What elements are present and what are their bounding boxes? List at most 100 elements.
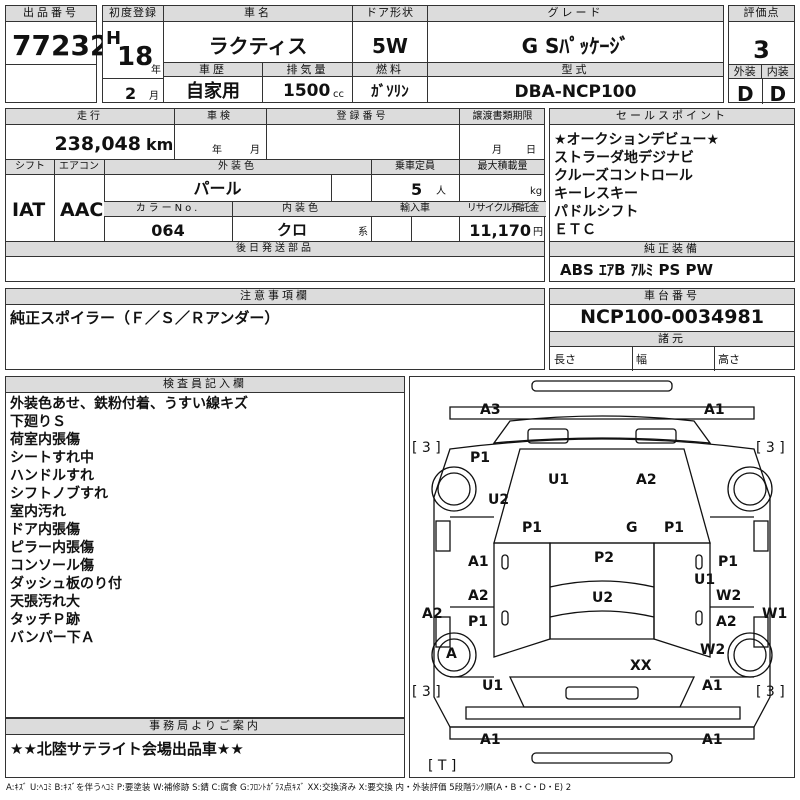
later-parts-label: 後日発送部品: [236, 243, 314, 254]
damage-mark: P1: [522, 520, 543, 536]
mileage-label: 走行: [77, 111, 103, 122]
damage-mark: A: [446, 646, 457, 662]
lot-number-label: 出品番号: [6, 6, 96, 22]
damage-mark: A1: [704, 402, 725, 418]
color-label: 外装色: [218, 161, 257, 172]
chassis-box: 車台番号 NCP100-0034981 諸元 長さ 幅 高さ: [549, 288, 795, 371]
damage-mark: A1: [702, 678, 723, 694]
fuel-label: 燃料: [353, 63, 427, 77]
inspection-year-unit: 年: [212, 145, 222, 156]
inspector-item: ダッシュ板のり付: [10, 576, 122, 592]
height-label: 高さ: [718, 353, 740, 366]
sales-points-box: セールスポイント ★オークションデビュー★ ストラーダ地デジナビ クルーズコント…: [549, 108, 795, 282]
displacement-label: 排気量: [263, 63, 352, 77]
damage-mark: A3: [480, 402, 501, 418]
damage-mark: A2: [716, 614, 737, 630]
damage-mark: P1: [664, 520, 685, 536]
transfer-day-unit: 日: [526, 145, 536, 156]
shift-label: シフト: [15, 161, 45, 172]
notes-text: 純正スポイラー（Ｆ／Ｓ／Ｒアンダー）: [10, 309, 280, 327]
grade-box: グレード G Sﾊﾟｯｹｰｼﾞ: [427, 5, 724, 63]
chassis-number: NCP100-0034981: [580, 306, 764, 328]
inspector-item: シートすれ中: [10, 450, 94, 466]
interior-label: 内装: [761, 65, 794, 79]
office-box: 事務局よりご案内 ★★北陸サテライト会場出品車★★: [5, 718, 405, 778]
inspector-label: 検査員記入欄: [6, 377, 404, 393]
inspector-item: ドア内張傷: [10, 522, 80, 538]
damage-mark: U2: [592, 590, 614, 606]
displacement: 1500: [283, 81, 331, 101]
door-type: 5W: [372, 34, 408, 58]
lot-number: 77232: [12, 29, 110, 62]
inspector-item: タッチＰ跡: [10, 612, 80, 628]
width-label: 幅: [636, 353, 647, 366]
damage-mark: A1: [468, 554, 489, 570]
capacity-unit: 人: [436, 186, 446, 197]
capacity: 5: [411, 180, 423, 199]
registration-year: 18: [117, 42, 154, 72]
damage-mark: W2: [700, 642, 726, 658]
inspector-item: 外装色あせ、鉄粉付着、うすい線キズ: [10, 396, 248, 412]
sales-point: ＥＴＣ: [554, 222, 596, 238]
damage-mark: A1: [480, 732, 501, 748]
inspector-item: バンパー下Ａ: [10, 630, 95, 646]
history-box: 車歴 自家用: [163, 62, 263, 103]
displacement-box: 排気量 1500 cc: [262, 62, 353, 103]
grade: G Sﾊﾟｯｹｰｼﾞ: [521, 34, 630, 58]
inspector-item: 室内汚れ: [10, 504, 66, 520]
length-label: 長さ: [554, 353, 576, 366]
inspector-item: 荷室内張傷: [10, 432, 80, 448]
inspector-box: 検査員記入欄 外装色あせ、鉄粉付着、うすい線キズ 下廻りＳ 荷室内張傷 シートす…: [5, 376, 405, 718]
first-registration-label: 初度登録: [103, 6, 163, 22]
transfer-label: 譲渡書類期限: [472, 111, 533, 122]
car-name-box: 車名 ラクティス: [163, 5, 353, 63]
door-label: ドア形状: [353, 6, 427, 22]
exterior-label: 外装: [729, 65, 762, 79]
damage-mark: U2: [488, 492, 510, 508]
first-registration-box: 初度登録 H 18 年 2 月: [102, 5, 164, 103]
sales-point: ★オークションデビュー★: [554, 132, 720, 148]
ac: AAC: [60, 199, 104, 221]
max-load-label: 最大積載量: [477, 161, 528, 172]
damage-mark: U1: [482, 678, 504, 694]
inspector-item: 下廻りＳ: [10, 414, 66, 430]
damage-mark: A2: [422, 606, 443, 622]
inspection-month-unit: 月: [250, 145, 260, 156]
damage-mark: U1: [694, 572, 716, 588]
details-box: 走行 車検 登録番号 譲渡書類期限 238,048 km 年 月 月 日 シフト…: [5, 108, 546, 282]
inspector-item: コンソール傷: [10, 558, 94, 574]
registration-month: 2: [125, 84, 137, 103]
ac-label: エアコン: [59, 161, 99, 172]
shift: IAT: [12, 199, 46, 221]
damage-mark: A1: [702, 732, 723, 748]
interior-score: D: [769, 82, 787, 106]
tire-label-front-left: [ 3 ]: [412, 440, 441, 456]
damage-mark: P1: [718, 554, 739, 570]
fuel: ｶﾞｿﾘﾝ: [371, 82, 409, 100]
damage-mark: W2: [716, 588, 742, 604]
exterior-color: パール: [193, 179, 242, 198]
door-box: ドア形状 5W: [352, 5, 428, 63]
color-number: 064: [151, 221, 185, 240]
damage-diagram-box: [ 3 ] [ 3 ] [ 3 ] [ 3 ] [ T ] A3 A1 P1 U…: [409, 376, 795, 778]
model-box: 型式 DBA-NCP100: [427, 62, 724, 103]
inspector-list: 外装色あせ、鉄粉付着、うすい線キズ 下廻りＳ 荷室内張傷 シートすれ中 ハンドル…: [10, 395, 248, 647]
capacity-label: 乗車定員: [395, 161, 435, 172]
score-label: 評価点: [729, 6, 794, 22]
damage-mark: P1: [470, 450, 491, 466]
legend: A:ｷｽﾞ U:ﾍｺﾐ B:ｷｽﾞを伴うﾍｺﾐ P:要塗装 W:補修跡 S:錆 …: [6, 783, 572, 793]
import-label: 輸入車: [400, 203, 430, 214]
history: 自家用: [186, 81, 240, 102]
equipment: ABS ｴｱB ｱﾙﾐ PS PW: [560, 261, 714, 279]
interior-color-label: 内装色: [282, 203, 321, 214]
displacement-unit: cc: [333, 89, 344, 100]
interior-color-unit: 系: [358, 227, 368, 238]
year-unit: 年: [151, 65, 161, 76]
tire-label-rear-right: [ 3 ]: [756, 684, 785, 700]
inspector-item: ピラー内張傷: [10, 540, 94, 556]
score-box: 評価点 3 外装 内装 D D: [728, 5, 795, 106]
mileage: 238,048: [54, 133, 141, 155]
car-name-label: 車名: [164, 6, 352, 22]
office-label: 事務局よりご案内: [6, 719, 404, 735]
score: 3: [753, 36, 770, 64]
